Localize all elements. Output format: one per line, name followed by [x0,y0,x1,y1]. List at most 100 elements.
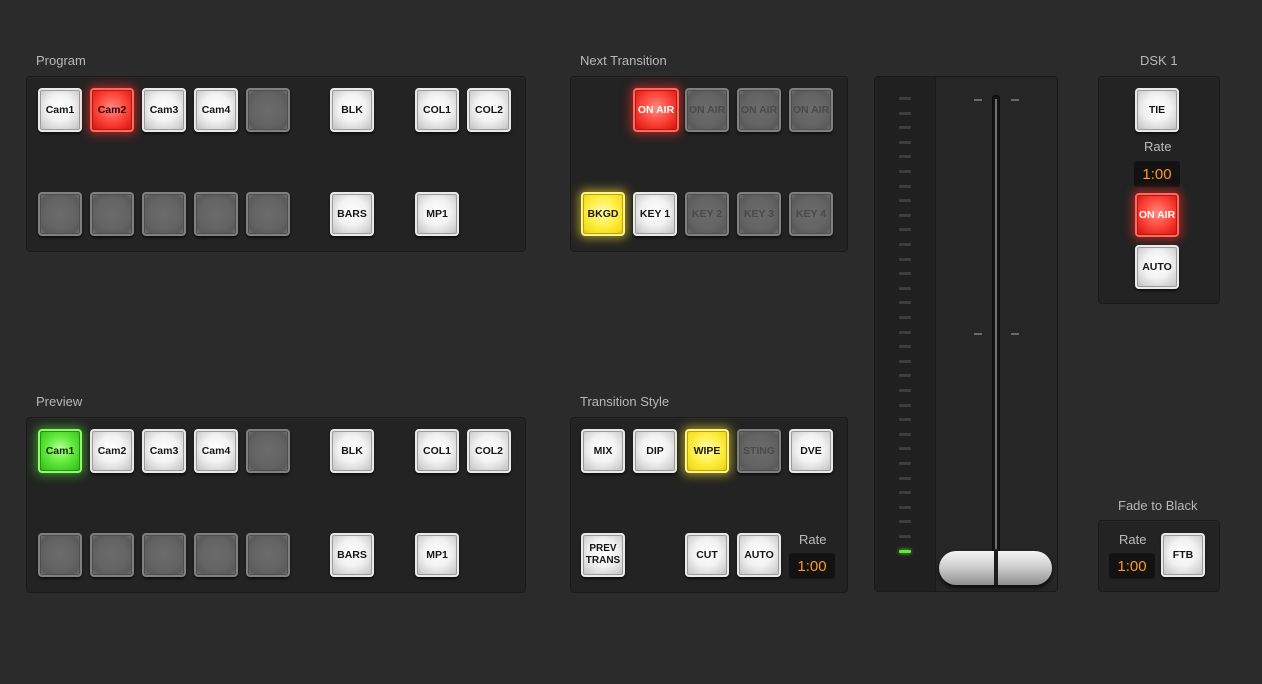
preview-cam3-button[interactable]: Cam3 [142,429,186,473]
next-transition-panel: ON AIR ON AIR ON AIR ON AIR BKGD KEY 1 K… [570,76,848,252]
tbar-led [899,432,911,436]
tbar-led [899,301,911,305]
tbar-tick [974,333,982,335]
ftb-rate-value[interactable]: 1:00 [1109,553,1155,579]
program-cam2-button[interactable]: Cam2 [90,88,134,132]
dsk-rate-value[interactable]: 1:00 [1134,161,1180,187]
fade-to-black-label: Fade to Black [1118,498,1198,513]
tbar-led [899,476,911,480]
fade-to-black-panel: Rate 1:00 FTB [1098,520,1220,592]
program-empty-button[interactable] [142,192,186,236]
program-label: Program [36,53,86,68]
program-blk-button[interactable]: BLK [330,88,374,132]
tbar-led [899,213,911,217]
tbar-led [899,462,911,465]
wipe-button[interactable]: WIPE [685,429,729,473]
on-air-key1-button[interactable]: ON AIR [685,88,729,132]
key1-button[interactable]: KEY 1 [633,192,677,236]
preview-empty-button[interactable] [38,533,82,577]
dsk-tie-button[interactable]: TIE [1135,88,1179,132]
tbar-led [899,316,911,319]
preview-mp1-button[interactable]: MP1 [415,533,459,577]
program-cam4-button[interactable]: Cam4 [194,88,238,132]
tbar-handle-stem [994,549,998,585]
program-bars-button[interactable]: BARS [330,192,374,236]
tbar-led [899,535,911,538]
preview-empty-button[interactable] [90,533,134,577]
bkgd-button[interactable]: BKGD [581,192,625,236]
tbar-led [899,447,911,451]
tbar-led [899,257,911,261]
tbar-led [899,549,911,553]
program-empty-button[interactable] [246,88,290,132]
key2-button[interactable]: KEY 2 [685,192,729,236]
tbar-position-indicator [875,77,936,591]
tbar-led [899,97,911,100]
dsk-rate-label: Rate [1144,139,1172,154]
program-empty-button[interactable] [90,192,134,236]
tbar-led [899,330,911,334]
program-empty-button[interactable] [38,192,82,236]
preview-empty-button[interactable] [194,533,238,577]
preview-col1-button[interactable]: COL1 [415,429,459,473]
tbar-led [899,374,911,378]
tbar-led [899,505,911,509]
program-empty-button[interactable] [246,192,290,236]
sting-button[interactable]: STING [737,429,781,473]
transition-rate-label: Rate [799,532,827,547]
program-mp1-button[interactable]: MP1 [415,192,459,236]
tbar-panel [874,76,1058,592]
tbar-led [899,520,911,524]
program-empty-button[interactable] [194,192,238,236]
tbar-rail [995,99,997,579]
tbar-led [899,286,911,290]
dsk-on-air-button[interactable]: ON AIR [1135,193,1179,237]
preview-cam1-button[interactable]: Cam1 [38,429,82,473]
on-air-bkgd-button[interactable]: ON AIR [633,88,679,132]
tbar-tick [1011,99,1019,101]
preview-bars-button[interactable]: BARS [330,533,374,577]
preview-bus-panel: Cam1 Cam2 Cam3 Cam4 BLK COL1 COL2 BARS M… [26,417,526,593]
preview-cam2-button[interactable]: Cam2 [90,429,134,473]
program-col2-button[interactable]: COL2 [467,88,511,132]
cut-button[interactable]: CUT [685,533,729,577]
tbar-led [899,126,911,130]
key3-button[interactable]: KEY 3 [737,192,781,236]
dip-button[interactable]: DIP [633,429,677,473]
dsk1-panel: TIE Rate 1:00 ON AIR AUTO [1098,76,1220,304]
preview-label: Preview [36,394,83,409]
tbar-led [899,491,911,495]
dve-button[interactable]: DVE [789,429,833,473]
tbar-led [899,389,911,392]
preview-empty-button[interactable] [246,429,290,473]
preview-col2-button[interactable]: COL2 [467,429,511,473]
prev-trans-button[interactable]: PREV TRANS [581,533,625,577]
dsk-auto-button[interactable]: AUTO [1135,245,1179,289]
tbar-tick [974,99,982,101]
tbar-led [899,170,911,173]
tbar-led [899,140,911,144]
ftb-rate-label: Rate [1119,532,1147,547]
auto-button[interactable]: AUTO [737,533,781,577]
tbar-led [899,155,911,159]
tbar-tick [1011,333,1019,335]
program-cam3-button[interactable]: Cam3 [142,88,186,132]
next-transition-label: Next Transition [580,53,667,68]
program-cam1-button[interactable]: Cam1 [38,88,82,132]
on-air-key3-button[interactable]: ON AIR [789,88,833,132]
ftb-button[interactable]: FTB [1161,533,1205,577]
key4-button[interactable]: KEY 4 [789,192,833,236]
mix-button[interactable]: MIX [581,429,625,473]
transition-rate-value[interactable]: 1:00 [789,553,835,579]
tbar-led [899,111,911,115]
preview-empty-button[interactable] [246,533,290,577]
tbar-led [899,359,911,363]
tbar-led [899,345,911,349]
preview-blk-button[interactable]: BLK [330,429,374,473]
program-col1-button[interactable]: COL1 [415,88,459,132]
preview-cam4-button[interactable]: Cam4 [194,429,238,473]
program-bus-panel: Cam1 Cam2 Cam3 Cam4 BLK COL1 COL2 BARS M… [26,76,526,252]
dsk1-label: DSK 1 [1140,53,1178,68]
preview-empty-button[interactable] [142,533,186,577]
on-air-key2-button[interactable]: ON AIR [737,88,781,132]
